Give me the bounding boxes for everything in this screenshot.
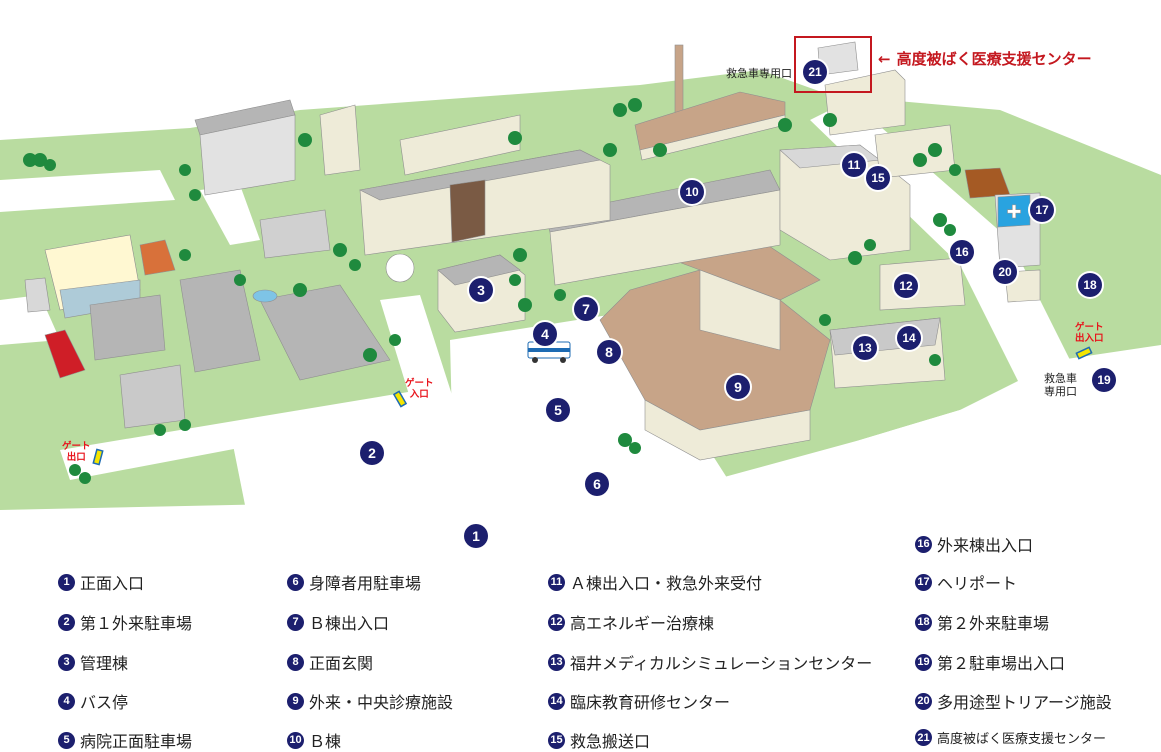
map-marker-5[interactable]: 5 xyxy=(546,398,570,422)
trees xyxy=(23,98,961,484)
marker-17-icon: 17 xyxy=(915,573,932,591)
radiation-center-highlight-box xyxy=(794,36,872,93)
marker-7-icon: 7 xyxy=(287,613,304,631)
gate-markers xyxy=(92,346,1093,466)
radiation-center-callout: ← 高度被ばく医療支援センター xyxy=(878,48,1092,69)
marker-1-icon: 1 xyxy=(58,573,75,591)
map-marker-7[interactable]: 7 xyxy=(574,297,598,321)
marker-6-icon: 6 xyxy=(287,573,304,591)
map-marker-1[interactable]: 1 xyxy=(464,524,488,548)
building-top-left xyxy=(194,99,361,196)
bus-icon xyxy=(527,341,571,363)
marker-11-icon: 11 xyxy=(548,573,565,591)
map-marker-17[interactable]: 17 xyxy=(1030,198,1054,222)
marker-8-icon: 8 xyxy=(287,653,304,671)
marker-4-icon: 4 xyxy=(58,692,75,710)
marker-5-icon: 5 xyxy=(58,731,75,749)
map-marker-15[interactable]: 15 xyxy=(866,166,890,190)
campus-map: ✚ xyxy=(0,36,1161,548)
map-marker-4[interactable]: 4 xyxy=(533,322,557,346)
marker-3-icon: 3 xyxy=(58,653,75,671)
map-marker-11[interactable]: 11 xyxy=(842,153,866,177)
ambulance-only-entrance-label-right: 救急車 専用口 xyxy=(1044,372,1077,398)
map-marker-12[interactable]: 12 xyxy=(894,274,918,298)
marker-13-icon: 13 xyxy=(548,653,565,671)
marker-19-icon: 19 xyxy=(915,653,932,671)
marker-14-icon: 14 xyxy=(548,692,565,710)
ambulance-only-entrance-label-top: 救急車専用口 xyxy=(726,67,792,80)
map-marker-10[interactable]: 10 xyxy=(680,180,704,204)
map-marker-16[interactable]: 16 xyxy=(950,240,974,264)
map-marker-14[interactable]: 14 xyxy=(897,326,921,350)
map-marker-18[interactable]: 18 xyxy=(1078,273,1102,297)
marker-16-icon: 16 xyxy=(915,535,932,553)
marker-21-icon: 21 xyxy=(915,729,932,746)
building-left-cluster xyxy=(24,209,415,429)
map-marker-8[interactable]: 8 xyxy=(597,340,621,364)
gate-entrance-exit-label: ゲート 出入口 xyxy=(1075,322,1104,344)
map-marker-2[interactable]: 2 xyxy=(360,441,384,465)
building-upper-middle xyxy=(359,114,611,256)
svg-text:✚: ✚ xyxy=(1006,202,1021,223)
gate-entrance-label: ゲート 入口 xyxy=(405,378,434,400)
gate-exit-label: ゲート 出口 xyxy=(62,441,91,463)
map-marker-21[interactable]: 21 xyxy=(803,60,827,84)
callout-label: 高度被ばく医療支援センター xyxy=(896,50,1092,68)
arrow-left-icon: ← xyxy=(878,50,891,68)
map-marker-6[interactable]: 6 xyxy=(585,472,609,496)
marker-12-icon: 12 xyxy=(548,613,565,631)
map-marker-19[interactable]: 19 xyxy=(1092,368,1116,392)
map-marker-3[interactable]: 3 xyxy=(469,278,493,302)
marker-15-icon: 15 xyxy=(548,731,565,749)
campus-map-illustration: ✚ xyxy=(0,41,1161,545)
map-marker-9[interactable]: 9 xyxy=(726,375,750,399)
marker-9-icon: 9 xyxy=(287,692,304,710)
marker-20-icon: 20 xyxy=(915,692,932,710)
marker-2-icon: 2 xyxy=(58,613,75,631)
map-marker-13[interactable]: 13 xyxy=(853,336,877,360)
map-marker-20[interactable]: 20 xyxy=(993,260,1017,284)
marker-10-icon: 10 xyxy=(287,731,304,749)
marker-18-icon: 18 xyxy=(915,613,932,631)
